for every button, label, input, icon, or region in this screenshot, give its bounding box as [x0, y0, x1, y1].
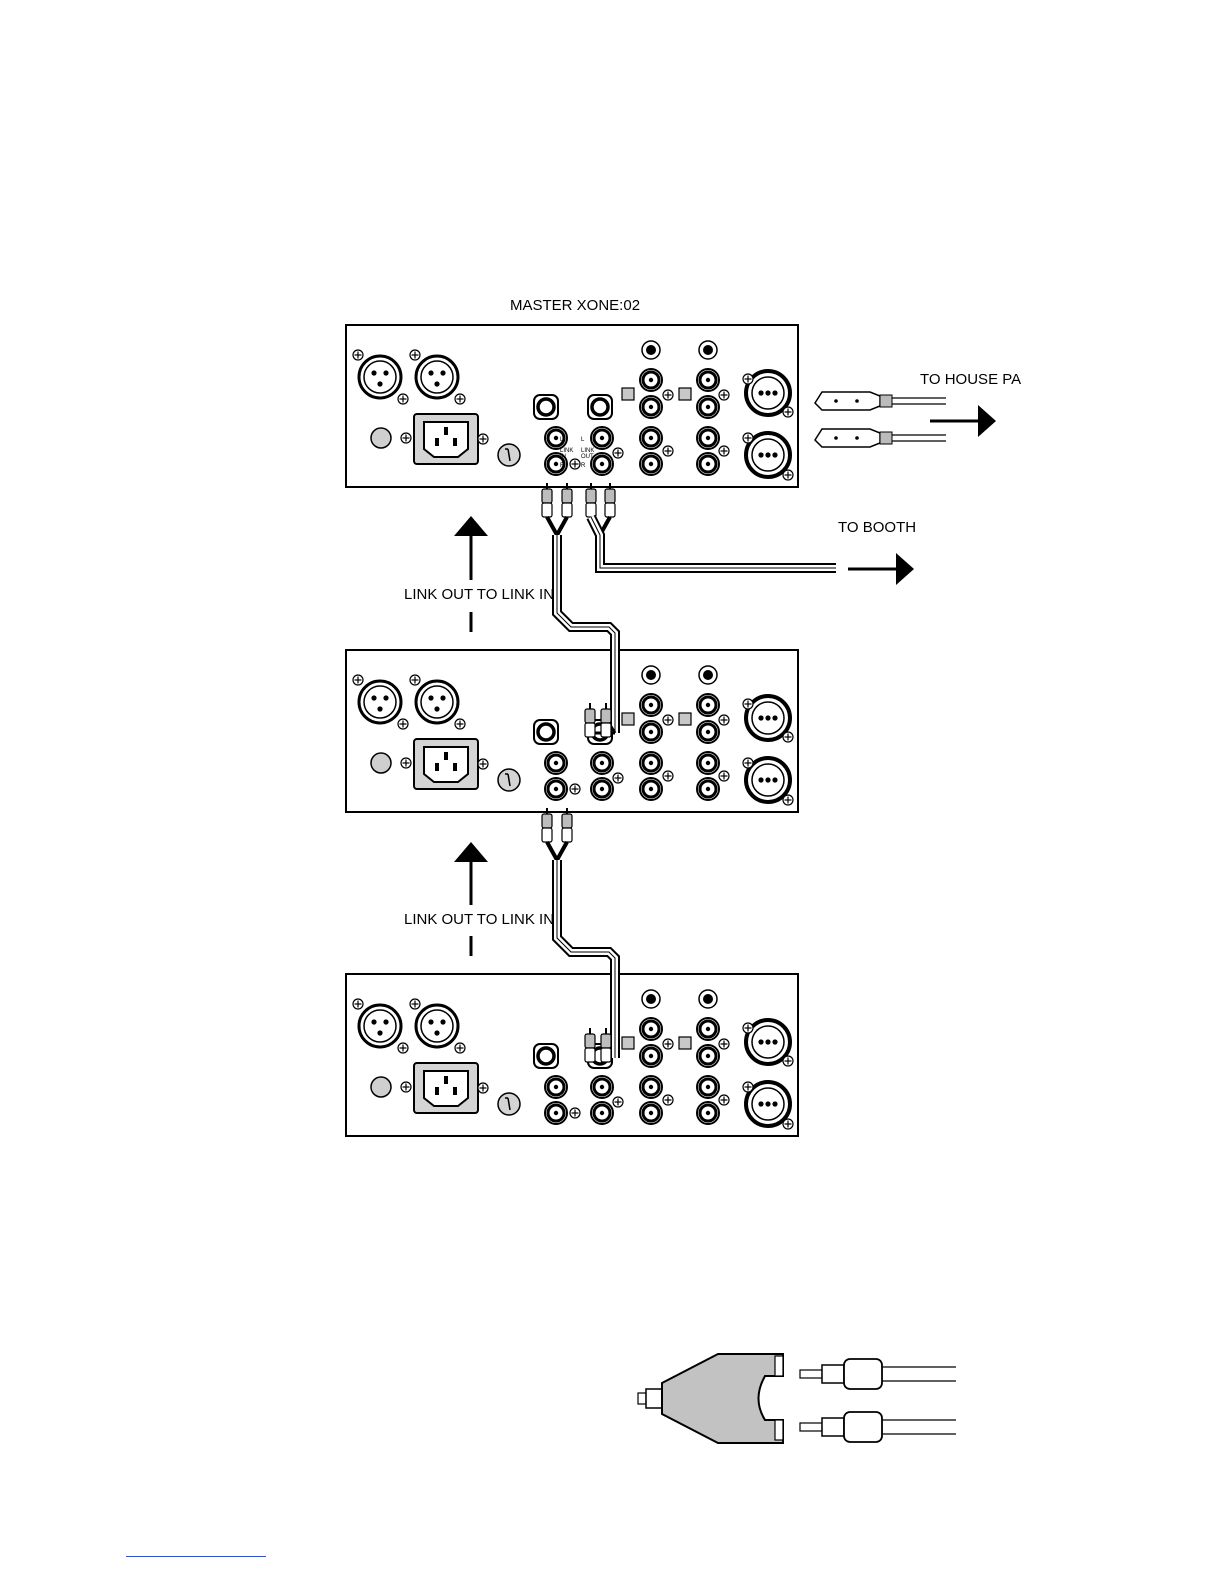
- house-pa-cables: [815, 392, 946, 447]
- to-house-pa-label: TO HOUSE PA: [920, 371, 1021, 388]
- second-link-plugs: [542, 808, 572, 842]
- house-pa-arrow-icon: [930, 405, 996, 437]
- third-mixer: [346, 974, 798, 1136]
- master-link-plugs: [542, 483, 615, 517]
- link-arrow-1-icon: [454, 516, 488, 632]
- svg-text:R: R: [560, 463, 565, 469]
- master-mixer: L LINK IN R L LINK OUT R: [346, 325, 798, 487]
- svg-text:IN: IN: [560, 454, 566, 460]
- booth-cable: [591, 517, 836, 568]
- svg-text:OUT: OUT: [581, 454, 594, 460]
- svg-text:R: R: [581, 463, 586, 469]
- link-label-1: LINK OUT TO LINK IN: [404, 586, 554, 603]
- y-adapter-illustration: [638, 1354, 956, 1443]
- link-arrow-2-icon: [454, 842, 488, 956]
- second-mixer: [346, 650, 798, 812]
- link-label-2: LINK OUT TO LINK IN: [404, 911, 554, 928]
- to-booth-label: TO BOOTH: [838, 519, 916, 536]
- footer-rule: [126, 1556, 266, 1557]
- booth-arrow-icon: [848, 553, 914, 585]
- master-title: MASTER XONE:02: [510, 297, 640, 314]
